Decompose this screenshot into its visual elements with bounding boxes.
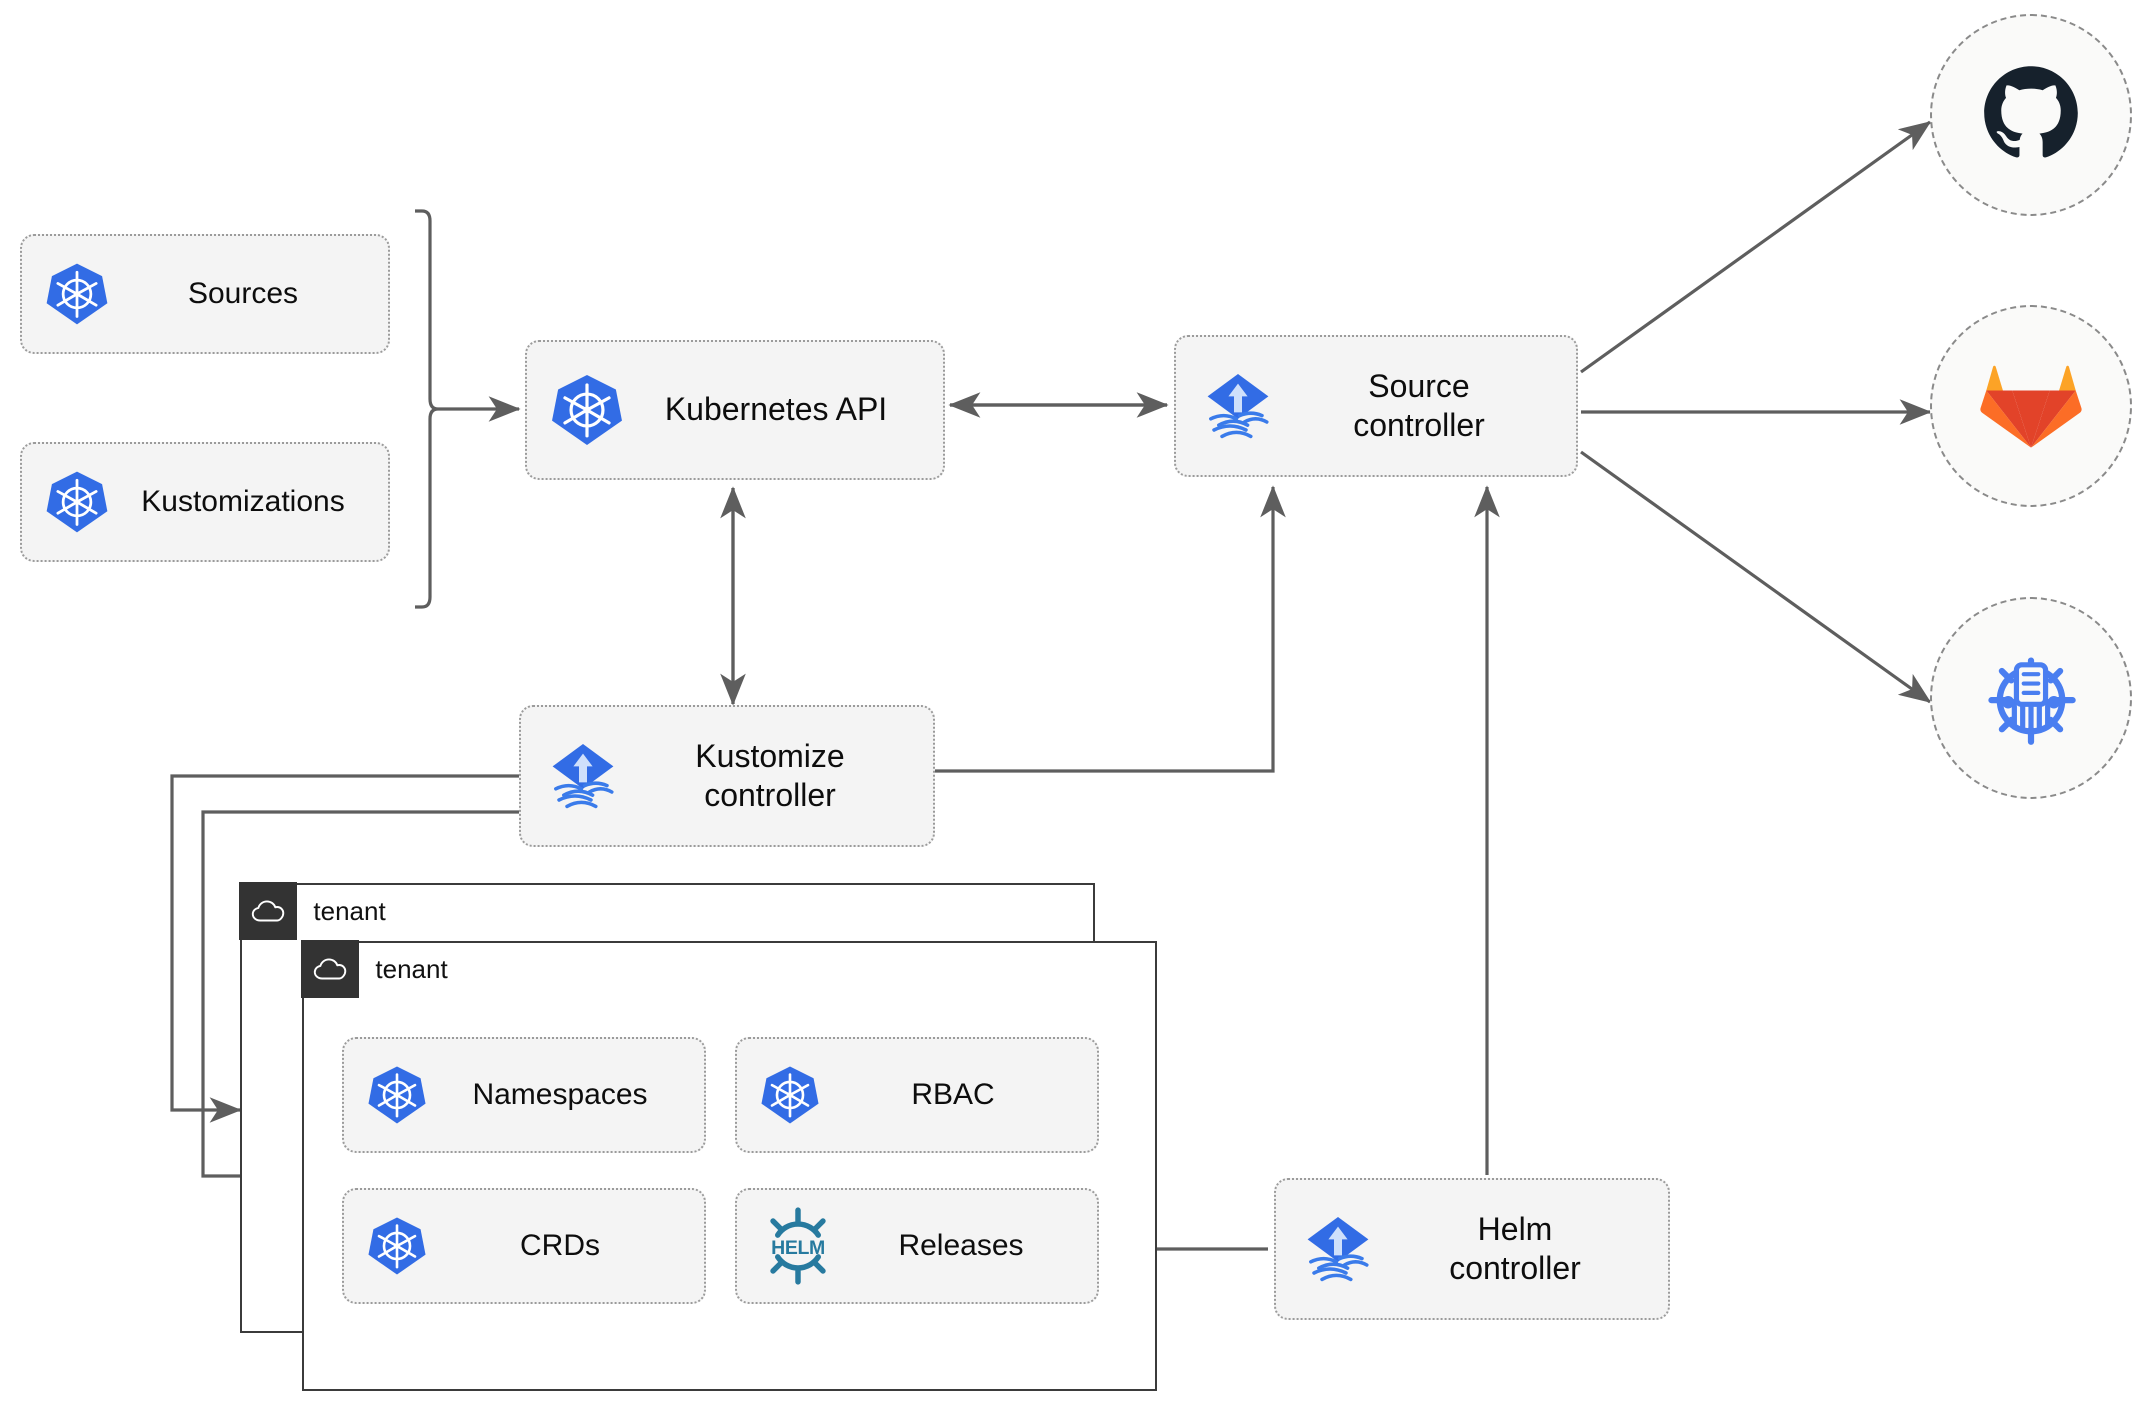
kubernetes-icon <box>44 261 110 327</box>
helm-icon: HELM <box>759 1207 837 1285</box>
node-kustomizations[interactable]: Kustomizations <box>20 442 390 562</box>
node-releases[interactable]: HELM Releases <box>735 1188 1099 1304</box>
tenant-window-inner: tenant <box>301 940 1157 1391</box>
flux-icon <box>1298 1209 1378 1289</box>
node-source-controller[interactable]: Source controller <box>1174 335 1578 477</box>
node-label: Kustomize controller <box>695 737 845 813</box>
edge-source-to-github <box>1580 120 1932 374</box>
tenant-titlebar: tenant <box>239 882 386 941</box>
node-rbac[interactable]: RBAC <box>735 1037 1099 1153</box>
kubernetes-icon <box>549 372 625 448</box>
node-crds[interactable]: CRDs <box>342 1188 706 1304</box>
node-kustomize-controller[interactable]: Kustomize controller <box>519 705 935 847</box>
cloud-icon <box>239 882 298 941</box>
node-label: Namespaces <box>472 1077 648 1111</box>
node-label: RBAC <box>911 1077 995 1111</box>
edge-sources-brace <box>415 209 439 609</box>
node-namespaces[interactable]: Namespaces <box>342 1037 706 1153</box>
tenant-label: tenant <box>313 895 386 926</box>
node-label: Kubernetes API <box>664 391 888 428</box>
kubernetes-icon <box>366 1215 428 1277</box>
tenant-titlebar: tenant <box>301 940 448 999</box>
node-helm-controller[interactable]: Helm controller <box>1274 1178 1670 1320</box>
node-kubernetes-api[interactable]: Kubernetes API <box>525 340 945 480</box>
cloud-icon <box>301 940 360 999</box>
node-label: CRDs <box>520 1228 600 1262</box>
github-icon <box>1979 61 2083 170</box>
flux-icon <box>1198 366 1278 446</box>
node-label: Source controller <box>1353 367 1485 443</box>
node-label: Releases <box>898 1228 1024 1262</box>
kubernetes-icon <box>44 469 110 535</box>
edge-kustomize-to-source <box>935 485 1286 773</box>
tenant-label: tenant <box>375 953 448 984</box>
node-label: Sources <box>187 276 299 310</box>
provider-gitlab[interactable] <box>1930 305 2132 507</box>
provider-github[interactable] <box>1930 14 2132 216</box>
node-label: Helm controller <box>1449 1210 1581 1286</box>
flux-icon <box>543 736 623 816</box>
kubernetes-icon <box>366 1064 428 1126</box>
provider-bucket[interactable] <box>1930 597 2132 799</box>
bucket-icon <box>1979 644 2083 753</box>
svg-text:HELM: HELM <box>771 1237 825 1259</box>
edge-source-to-bucket <box>1580 450 1932 704</box>
node-label: Kustomizations <box>141 484 345 518</box>
node-sources[interactable]: Sources <box>20 234 390 354</box>
kubernetes-icon <box>759 1064 821 1126</box>
gitlab-icon <box>1979 352 2083 461</box>
